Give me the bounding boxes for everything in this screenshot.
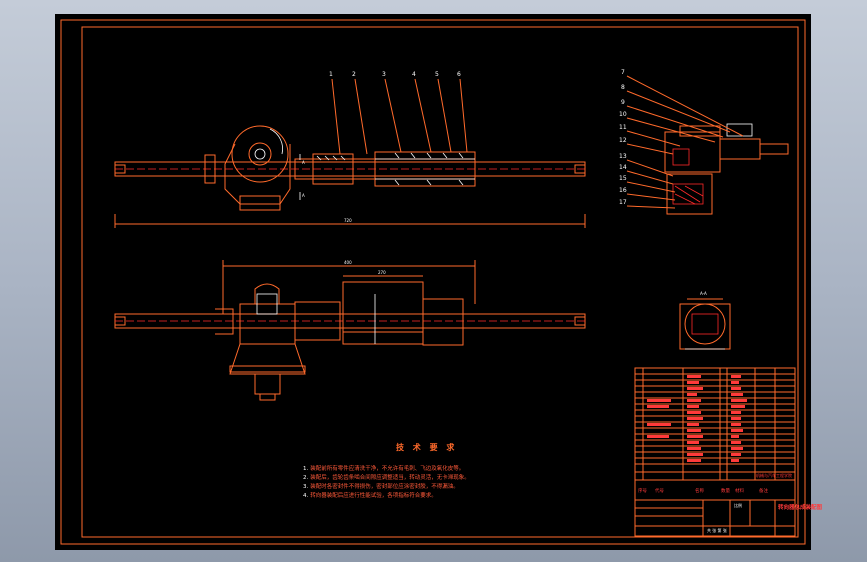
outer-frame [60,19,806,545]
part-label: 14 [619,164,627,171]
table-header: 数量 [721,489,730,494]
school-name: 机械与汽车工程学院 [756,473,792,478]
notes-title: 技 术 要 求 [396,443,458,452]
cut-mark: A [302,160,305,165]
part-label: 15 [619,175,627,182]
part-label: 6 [457,71,461,78]
table-header: 名称 [695,489,704,494]
note-line: 2.装配后，齿轮齿条啮合间隙应调整适当，转动灵活，无卡滞现象。 [303,475,470,481]
table-header: 序号 [638,489,647,494]
note-line: 1.装配前所有零件应清洗干净，不允许有毛刺、飞边及氧化皮等。 [303,466,465,472]
scale-label: 比例 [734,503,742,508]
part-label: 12 [619,137,627,144]
top-view [114,78,586,228]
part-label: 9 [621,99,625,106]
part-label: 2 [352,71,356,78]
dimension-text: 720 [344,218,352,223]
part-label: 3 [382,71,386,78]
front-view [114,260,586,401]
table-header: 材料 [735,489,744,494]
section-label: A-A [700,291,707,296]
dimension-text: 400 [344,260,352,265]
cut-mark: A [302,193,305,198]
inner-frame [81,26,799,538]
table-header: 备注 [759,489,768,494]
part-label: 17 [619,199,627,206]
note-line: 4.转向器装配后应进行性能试验，各项指标符合要求。 [303,493,437,499]
part-label: 5 [435,71,439,78]
table-header: 代号 [655,489,664,494]
bill-of-materials-table [634,367,796,537]
dimension-text: 270 [378,270,386,275]
side-view [626,75,789,350]
sheet-label: 共 张 第 张 [707,528,727,533]
part-label: 7 [621,69,625,76]
part-label: 4 [412,71,416,78]
part-label: 8 [621,84,625,91]
drawing-canvas: 1 2 3 4 5 6 7 8 9 10 11 12 13 14 15 16 1… [55,14,822,550]
drawing-title: 转向器总成装配图 [778,505,823,511]
part-label: 16 [619,187,627,194]
part-label: 10 [619,111,627,118]
part-label: 11 [619,124,627,131]
part-label: 1 [329,71,333,78]
note-line: 3.装配时各密封件不得损伤，密封部位应涂密封胶，不得漏油。 [303,484,459,490]
part-label: 13 [619,153,627,160]
assembly-drawing [60,19,806,545]
